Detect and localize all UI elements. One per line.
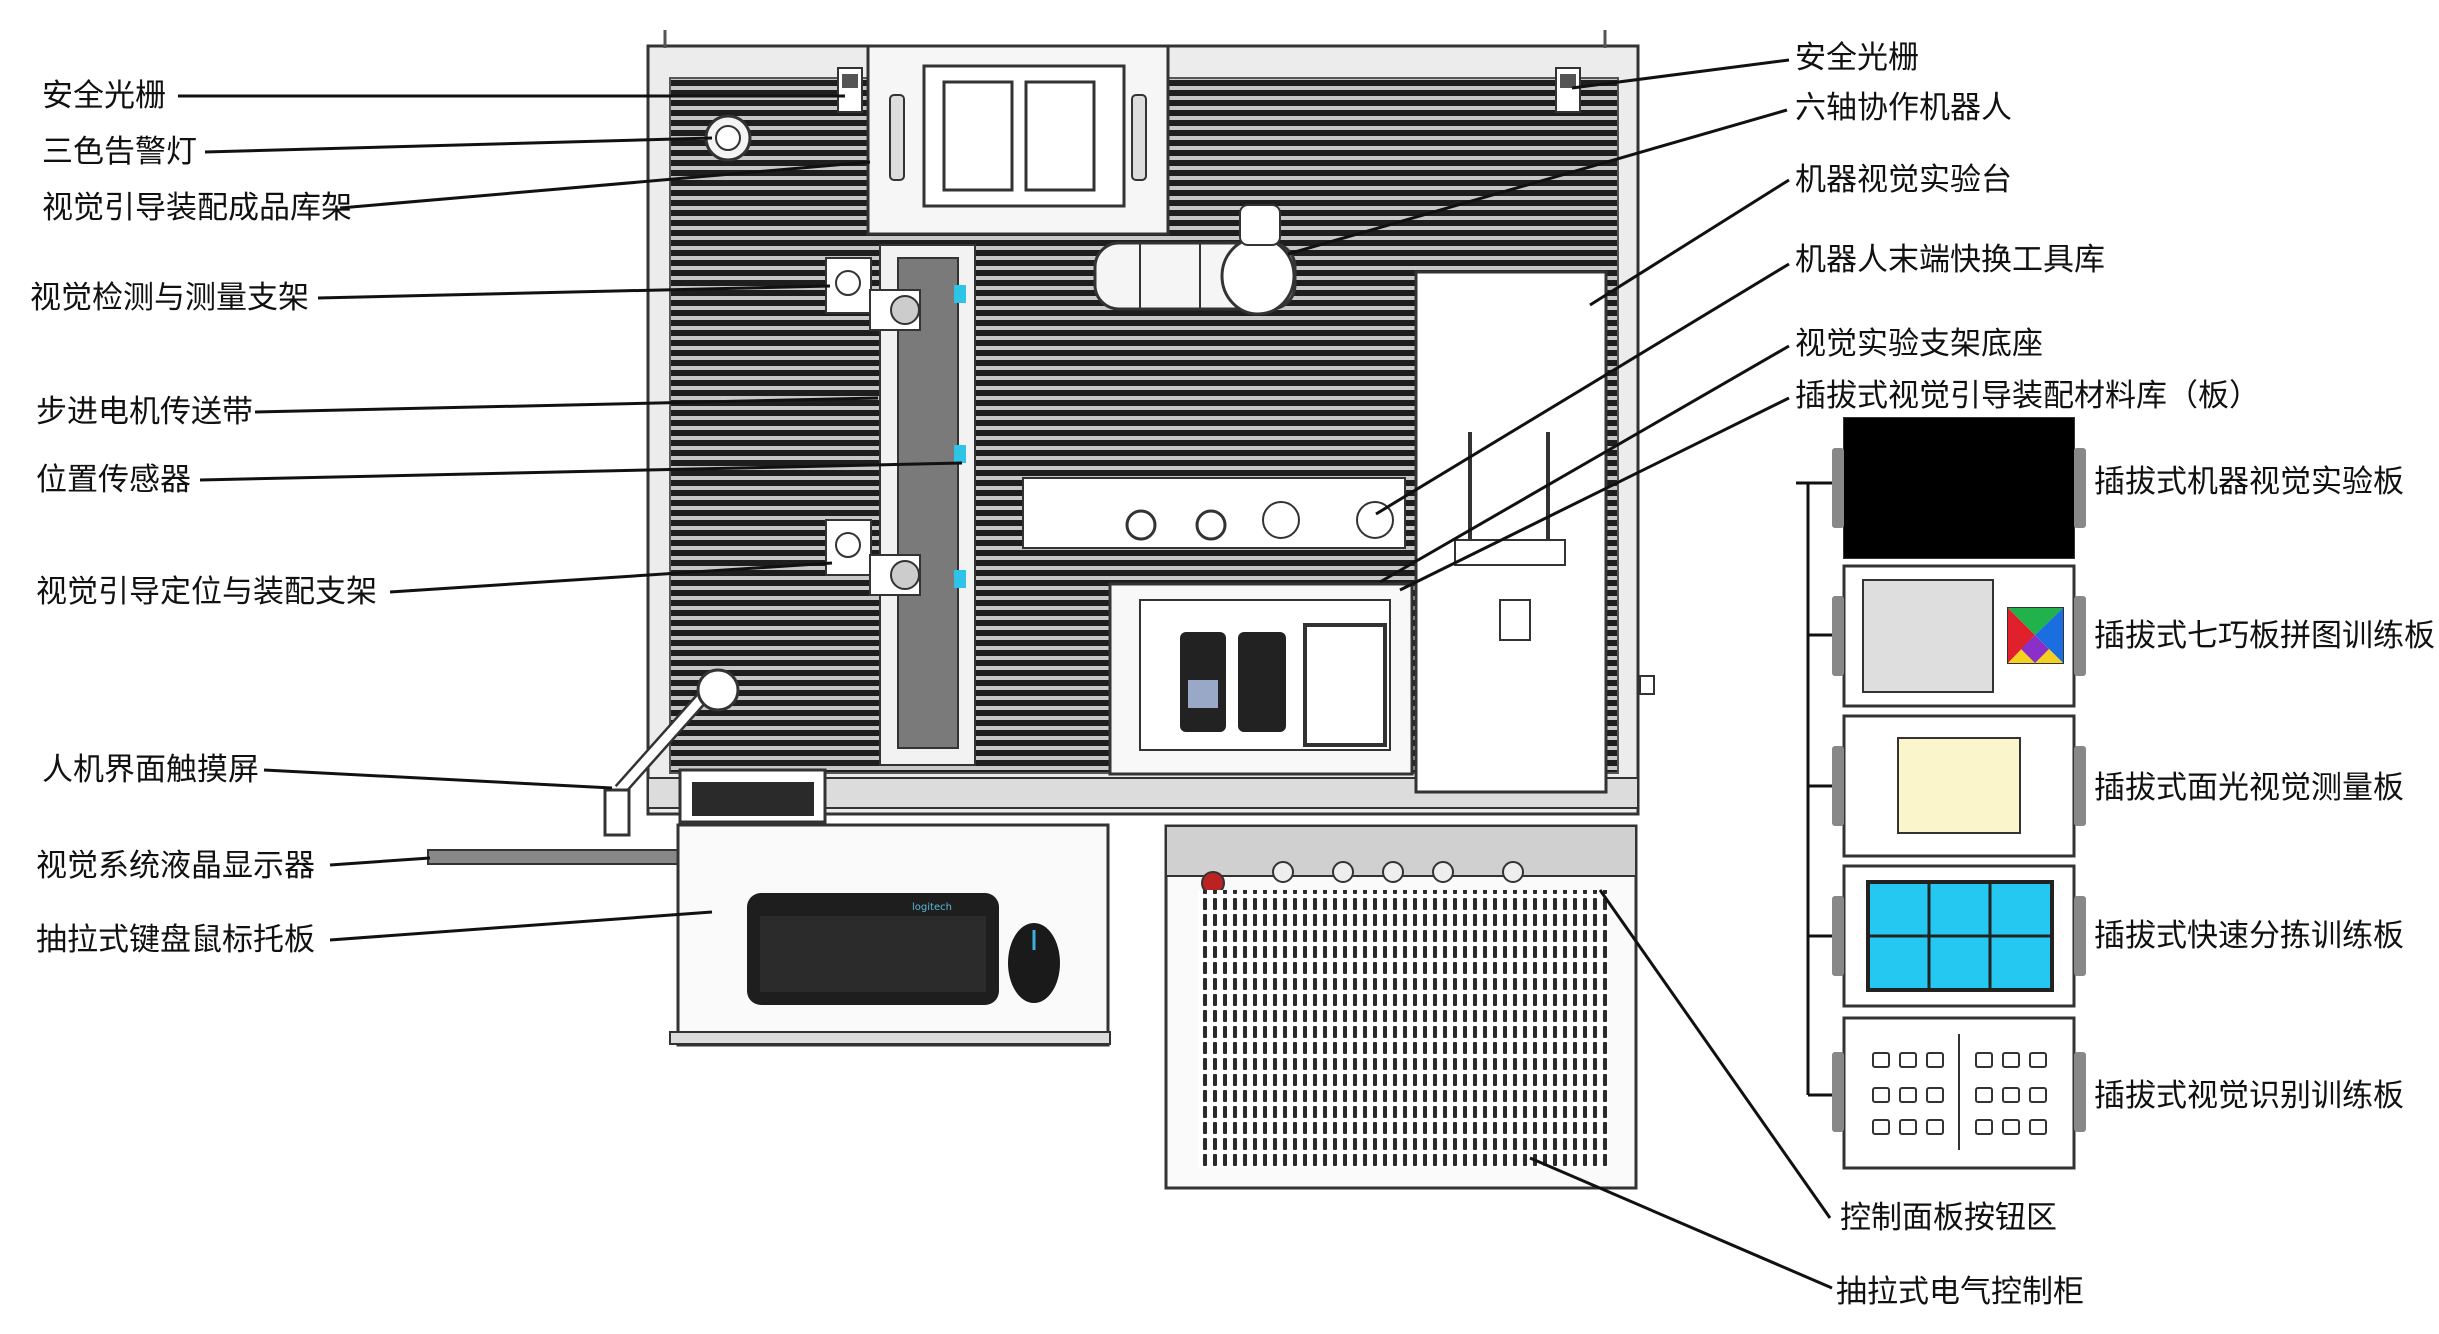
label-board-vision-recognition: 插拔式视觉识别训练板 bbox=[2094, 1078, 2404, 1114]
keyboard: logitech bbox=[747, 893, 999, 1005]
vision-bench bbox=[1414, 270, 1608, 794]
label-position-sensor: 位置传感器 bbox=[36, 462, 191, 498]
hmi-screen-box bbox=[678, 768, 827, 824]
inspection-bracket bbox=[825, 257, 921, 331]
product-rack bbox=[866, 44, 1170, 236]
keyboard-brand: logitech bbox=[912, 902, 952, 913]
label-safety-light-curtain-left: 安全光栅 bbox=[42, 78, 166, 114]
board-sorting-visual bbox=[1832, 864, 2086, 1008]
label-board-vision-experiment: 插拔式机器视觉实验板 bbox=[2094, 464, 2404, 500]
conveyor-belt bbox=[879, 244, 976, 766]
label-tool-changer: 机器人末端快换工具库 bbox=[1795, 242, 2105, 278]
tool-changer bbox=[1022, 477, 1406, 549]
label-board-fast-sorting: 插拔式快速分拣训练板 bbox=[2094, 918, 2404, 954]
electrical-cabinet bbox=[1164, 824, 1638, 1190]
warning-light bbox=[704, 114, 752, 162]
label-tricolor-warning-light: 三色告警灯 bbox=[42, 134, 197, 170]
vision-experiment-station bbox=[1108, 582, 1414, 776]
six-axis-robot bbox=[1093, 204, 1297, 316]
leader-lines bbox=[178, 58, 1833, 1290]
label-board-surface-light: 插拔式面光视觉测量板 bbox=[2094, 770, 2404, 806]
label-safety-light-curtain-right: 安全光栅 bbox=[1795, 40, 1919, 76]
label-product-rack: 视觉引导装配成品库架 bbox=[42, 190, 352, 226]
board-surface-light-visual bbox=[1832, 714, 2086, 858]
label-control-panel: 控制面板按钮区 bbox=[1840, 1200, 2057, 1236]
label-six-axis-cobot: 六轴协作机器人 bbox=[1795, 90, 2012, 126]
label-electrical-cabinet: 抽拉式电气控制柜 bbox=[1836, 1274, 2084, 1310]
touchscreen-mount bbox=[603, 668, 740, 837]
label-material-library: 插拔式视觉引导装配材料库（板） bbox=[1795, 378, 2260, 414]
light-curtain-left bbox=[837, 67, 863, 113]
label-board-tangram: 插拔式七巧板拼图训练板 bbox=[2094, 618, 2435, 654]
board-black bbox=[1832, 417, 2086, 559]
label-hmi-touchscreen: 人机界面触摸屏 bbox=[42, 752, 259, 788]
mouse bbox=[1008, 923, 1060, 1003]
label-positioning-bracket: 视觉引导定位与装配支架 bbox=[36, 574, 377, 610]
label-bracket-base: 视觉实验支架底座 bbox=[1795, 326, 2043, 362]
label-keyboard-tray: 抽拉式键盘鼠标托板 bbox=[36, 922, 315, 958]
small-square-marker bbox=[1639, 675, 1655, 695]
board-tangram-visual bbox=[1832, 564, 2086, 708]
label-lcd-monitor: 视觉系统液晶显示器 bbox=[36, 848, 315, 884]
positioning-bracket bbox=[825, 519, 921, 596]
label-inspection-bracket: 视觉检测与测量支架 bbox=[30, 280, 309, 316]
board-recognition-visual bbox=[1832, 1016, 2086, 1170]
label-vision-bench: 机器视觉实验台 bbox=[1795, 162, 2012, 198]
label-stepper-conveyor: 步进电机传送带 bbox=[36, 394, 253, 430]
light-curtain-right bbox=[1555, 67, 1581, 113]
board-bracket bbox=[1796, 481, 1832, 1097]
